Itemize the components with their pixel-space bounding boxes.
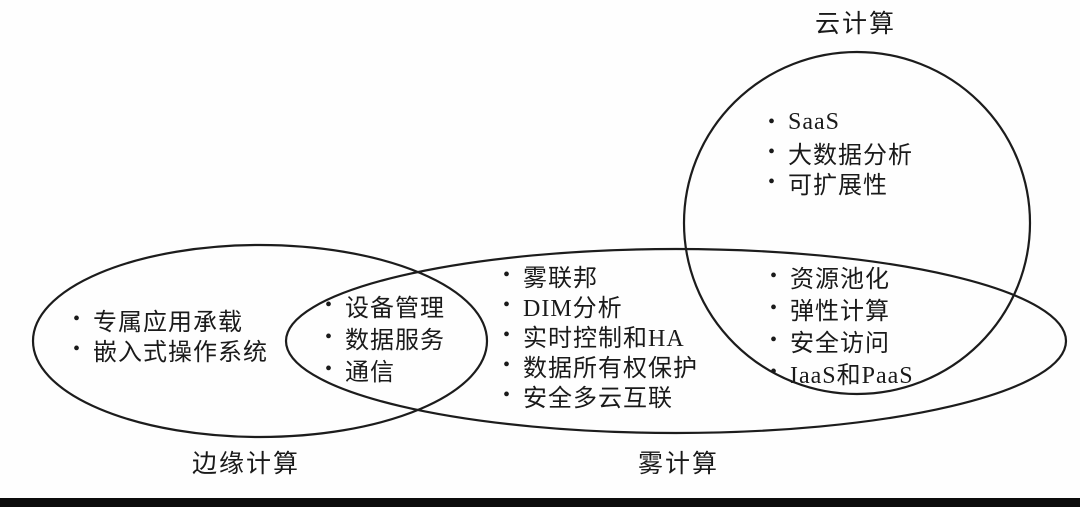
- list-item-label: 安全访问: [790, 330, 890, 357]
- list-item: • 雾联邦: [503, 260, 698, 292]
- cloud-computing-ellipse: [682, 50, 1032, 396]
- fog-computing-ellipse: [284, 247, 1068, 435]
- list-item: • 实时控制和HA: [503, 320, 698, 352]
- list-item: • 资源池化: [770, 260, 914, 293]
- list-item-label: 设备管理: [345, 295, 445, 322]
- list-item-label: 专属应用承载: [93, 309, 243, 336]
- list-item: • DIM分析: [503, 290, 698, 322]
- cloud-computing-label: 云计算: [815, 11, 897, 38]
- list-item: • 安全多云互联: [503, 380, 698, 412]
- bottom-border-bar: [0, 498, 1080, 507]
- list-item-label: 数据服务: [345, 327, 445, 354]
- list-item-label: 通信: [345, 359, 395, 386]
- fog-computing-label: 雾计算: [638, 451, 720, 478]
- list-item-label: SaaS: [788, 108, 840, 135]
- fog-only-list: • 雾联邦 • DIM分析 • 实时控制和HA • 数据所有权保护 • 安全多云…: [503, 260, 698, 412]
- bullet-icon: •: [768, 110, 776, 133]
- list-item: • IaaS和PaaS: [770, 356, 914, 389]
- list-item: • 可扩展性: [768, 167, 913, 199]
- edge-computing-label: 边缘计算: [192, 451, 301, 478]
- list-item: • 专属应用承载: [73, 304, 268, 336]
- list-item: • 数据服务: [325, 321, 445, 354]
- list-item-label: 数据所有权保护: [523, 355, 698, 382]
- bullet-icon: •: [503, 293, 511, 316]
- bullet-icon: •: [768, 140, 776, 163]
- list-item-label: 实时控制和HA: [523, 325, 685, 352]
- list-item-label: 雾联邦: [523, 265, 598, 292]
- list-item-label: 大数据分析: [788, 142, 913, 169]
- list-item: • 大数据分析: [768, 137, 913, 169]
- list-item: • SaaS: [768, 107, 913, 137]
- list-item: • 通信: [325, 353, 445, 386]
- edge-computing-ellipse: [31, 243, 489, 439]
- bullet-icon: •: [503, 353, 511, 376]
- bullet-icon: •: [503, 263, 511, 286]
- list-item-label: IaaS和PaaS: [790, 362, 914, 389]
- list-item-label: DIM分析: [523, 295, 623, 322]
- bullet-icon: •: [503, 383, 511, 406]
- list-item: • 弹性计算: [770, 292, 914, 325]
- bullet-icon: •: [768, 170, 776, 193]
- list-item: • 设备管理: [325, 289, 445, 322]
- bullet-icon: •: [325, 357, 333, 380]
- bullet-icon: •: [770, 264, 778, 287]
- bullet-icon: •: [73, 307, 81, 330]
- list-item-label: 资源池化: [790, 266, 890, 293]
- bullet-icon: •: [770, 296, 778, 319]
- bullet-icon: •: [503, 323, 511, 346]
- bullet-icon: •: [325, 325, 333, 348]
- bullet-icon: •: [770, 328, 778, 351]
- list-item-label: 弹性计算: [790, 298, 890, 325]
- list-item-label: 嵌入式操作系统: [93, 339, 268, 366]
- bullet-icon: •: [325, 293, 333, 316]
- list-item-label: 安全多云互联: [523, 385, 673, 412]
- list-item-label: 可扩展性: [788, 172, 888, 199]
- list-item: • 安全访问: [770, 324, 914, 357]
- edge-only-list: • 专属应用承载 • 嵌入式操作系统: [73, 304, 268, 366]
- bullet-icon: •: [770, 360, 778, 383]
- cloud-only-list: • SaaS • 大数据分析 • 可扩展性: [768, 107, 913, 199]
- list-item: • 嵌入式操作系统: [73, 334, 268, 366]
- list-item: • 数据所有权保护: [503, 350, 698, 382]
- bullet-icon: •: [73, 337, 81, 360]
- cloud-fog-overlap-list: • 资源池化 • 弹性计算 • 安全访问 • IaaS和PaaS: [770, 260, 914, 389]
- edge-fog-overlap-list: • 设备管理 • 数据服务 • 通信: [325, 289, 445, 386]
